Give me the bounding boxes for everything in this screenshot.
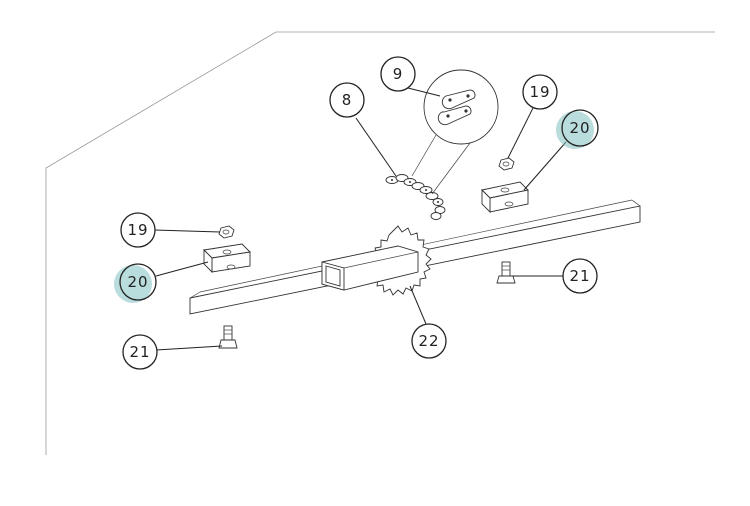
callout-19: 19: [522, 74, 558, 110]
bolt-right: [496, 261, 516, 284]
callout-8: 8: [329, 82, 365, 118]
bracket-right: [481, 181, 529, 214]
frame-lines: [45, 31, 715, 455]
callout-9: 9: [380, 56, 416, 92]
nut-left: [218, 225, 235, 239]
callout-circle: [411, 323, 447, 359]
callout-circle: [122, 334, 158, 370]
callout-label: 9: [393, 65, 404, 83]
bolt-left: [218, 325, 238, 349]
callout-21: 21: [122, 334, 158, 370]
callout-circle: [522, 74, 558, 110]
bracket-left: [203, 243, 251, 274]
callout-label: 19: [529, 83, 550, 101]
callout-label: 19: [127, 221, 148, 239]
callout-label: 8: [342, 91, 353, 109]
callout-circle: [119, 263, 157, 301]
callout-20: 20: [556, 109, 599, 149]
shaft-hub: [321, 245, 419, 291]
callout-20: 20: [114, 263, 157, 303]
callout-label: 20: [127, 273, 148, 291]
callouts: 9 8 19 20 19 20 21 21 22: [114, 56, 599, 370]
callout-label: 20: [569, 119, 590, 137]
callout-21: 21: [562, 258, 598, 294]
callout-circle: [561, 109, 599, 147]
leader-lines: [153, 87, 567, 351]
callout-label: 22: [418, 332, 439, 350]
chain: [385, 174, 446, 220]
callout-circle: [562, 258, 598, 294]
callout-19: 19: [120, 212, 156, 248]
callout-22: 22: [411, 323, 447, 359]
chain-link-detail: [411, 69, 499, 195]
callout-label: 21: [129, 343, 150, 361]
callout-circle: [120, 212, 156, 248]
nut-right: [498, 157, 515, 171]
callout-circle: [380, 56, 416, 92]
callout-label: 21: [569, 267, 590, 285]
callout-circle: [329, 82, 365, 118]
